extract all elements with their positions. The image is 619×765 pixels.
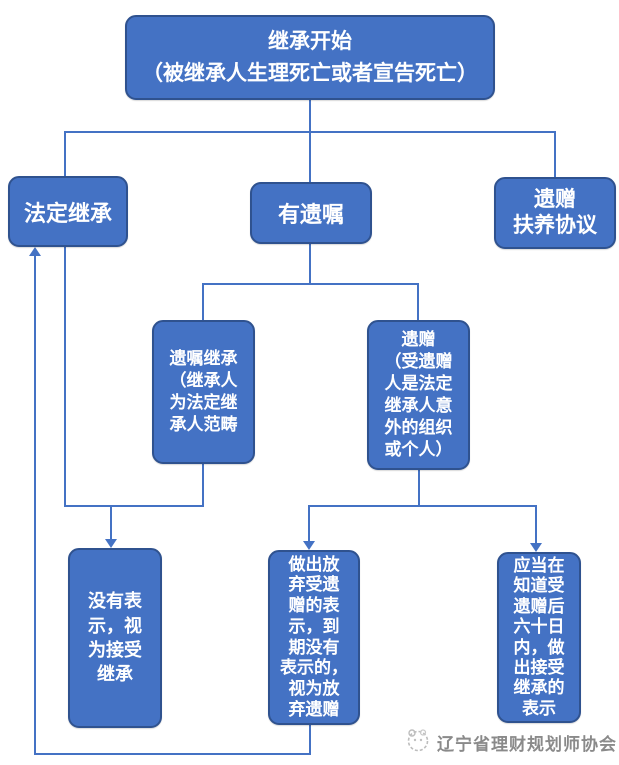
- connector-drop-statutory: [64, 131, 66, 177]
- connector-statutory-down: [64, 247, 66, 507]
- arrowhead-renounce: [303, 541, 315, 550]
- arrowhead-accept-60: [530, 543, 542, 552]
- connector-renounce-down: [309, 725, 311, 755]
- connector-no-indication-stem: [110, 505, 112, 541]
- connector-loop-bottom-bar: [34, 753, 311, 755]
- watermark-text: 辽宁省理财规划师协会: [437, 734, 617, 754]
- connector-will-stem: [309, 244, 311, 285]
- connector-drop-will: [309, 131, 311, 183]
- node-will-inheritance: 遗嘱继承 （继承人 为法定继 承人范畴: [152, 320, 255, 464]
- association-logo-icon: [404, 726, 431, 758]
- connector-loop-up: [34, 255, 36, 755]
- connector-legacy-down: [418, 470, 420, 507]
- node-statutory-inheritance: 法定继承: [8, 176, 128, 247]
- connector-start-stem: [309, 100, 311, 133]
- connector-drop-will-inheritance: [202, 283, 204, 321]
- arrowhead-loop-to-statutory: [29, 247, 41, 256]
- watermark: 辽宁省理财规划师协会: [404, 726, 617, 758]
- connector-renounce-stem: [308, 505, 310, 542]
- node-legacy: 遗赠 （受遗赠 人是法定 继承人意 外的组织 或个人）: [367, 320, 470, 470]
- connector-will-inheritance-down: [202, 464, 204, 507]
- connector-join-left-bar: [64, 505, 204, 507]
- connector-accept-60-stem: [535, 505, 537, 544]
- node-renounce-legacy: 做出放 弃受遗 赠的表 示，到 期没有 表示的， 视为放 弃遗赠: [268, 550, 360, 725]
- node-bequest-support-agreement: 遗赠 扶养协议: [494, 177, 616, 249]
- connector-level3-bar: [202, 283, 419, 285]
- arrowhead-no-indication: [105, 539, 117, 548]
- node-accept-within-60-days: 应当在 知道受 遗赠后 六十日 内，做 出接受 继承的 表示: [497, 552, 581, 723]
- connector-join-right-bar: [308, 505, 537, 507]
- node-start: 继承开始 （被继承人生理死亡或者宣告死亡）: [125, 15, 495, 100]
- node-no-indication-accept: 没有表 示，视 为接受 继承: [68, 548, 162, 728]
- node-has-will: 有遗嘱: [250, 182, 372, 244]
- connector-drop-legacy: [417, 283, 419, 321]
- connector-drop-bequest-support: [554, 131, 556, 178]
